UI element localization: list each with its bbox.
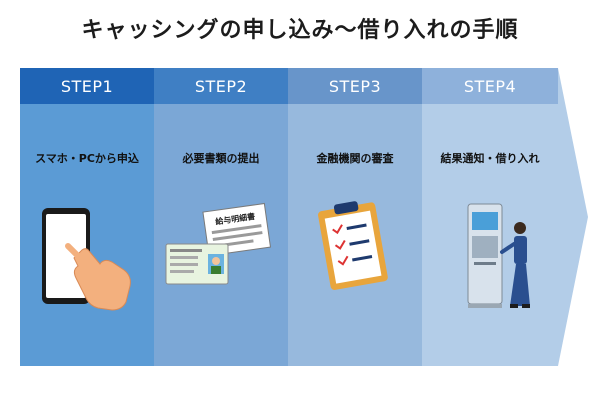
step-1-panel: STEP1 スマホ・PCから申込 [20,68,154,366]
documents-icon: 給与明細書 [165,202,272,285]
step-2-label: 必要書類の提出 [182,152,260,165]
flow-arrow-tip [558,68,588,366]
step-3-panel: STEP3 金融機関の審査 [288,68,422,366]
step-2-panel: STEP2 必要書類の提出 給与明細書 [154,68,288,366]
step-3-label: 金融機関の審査 [316,152,394,165]
step-1-header: STEP1 [20,68,154,104]
atm-person-icon [467,203,530,308]
step-4-label: 結果通知・借り入れ [440,152,540,165]
step-2-header: STEP2 [154,68,288,104]
smartphone-tap-icon [42,208,131,311]
step-1-label: スマホ・PCから申込 [35,152,139,165]
clipboard-checklist-icon [318,201,388,290]
page-title: キャッシングの申し込み〜借り入れの手順 [81,18,519,43]
step-3-header: STEP3 [288,68,422,104]
step-4-panel: STEP4 結果通知・借り入れ [422,68,558,366]
step-4-header: STEP4 [422,68,558,104]
